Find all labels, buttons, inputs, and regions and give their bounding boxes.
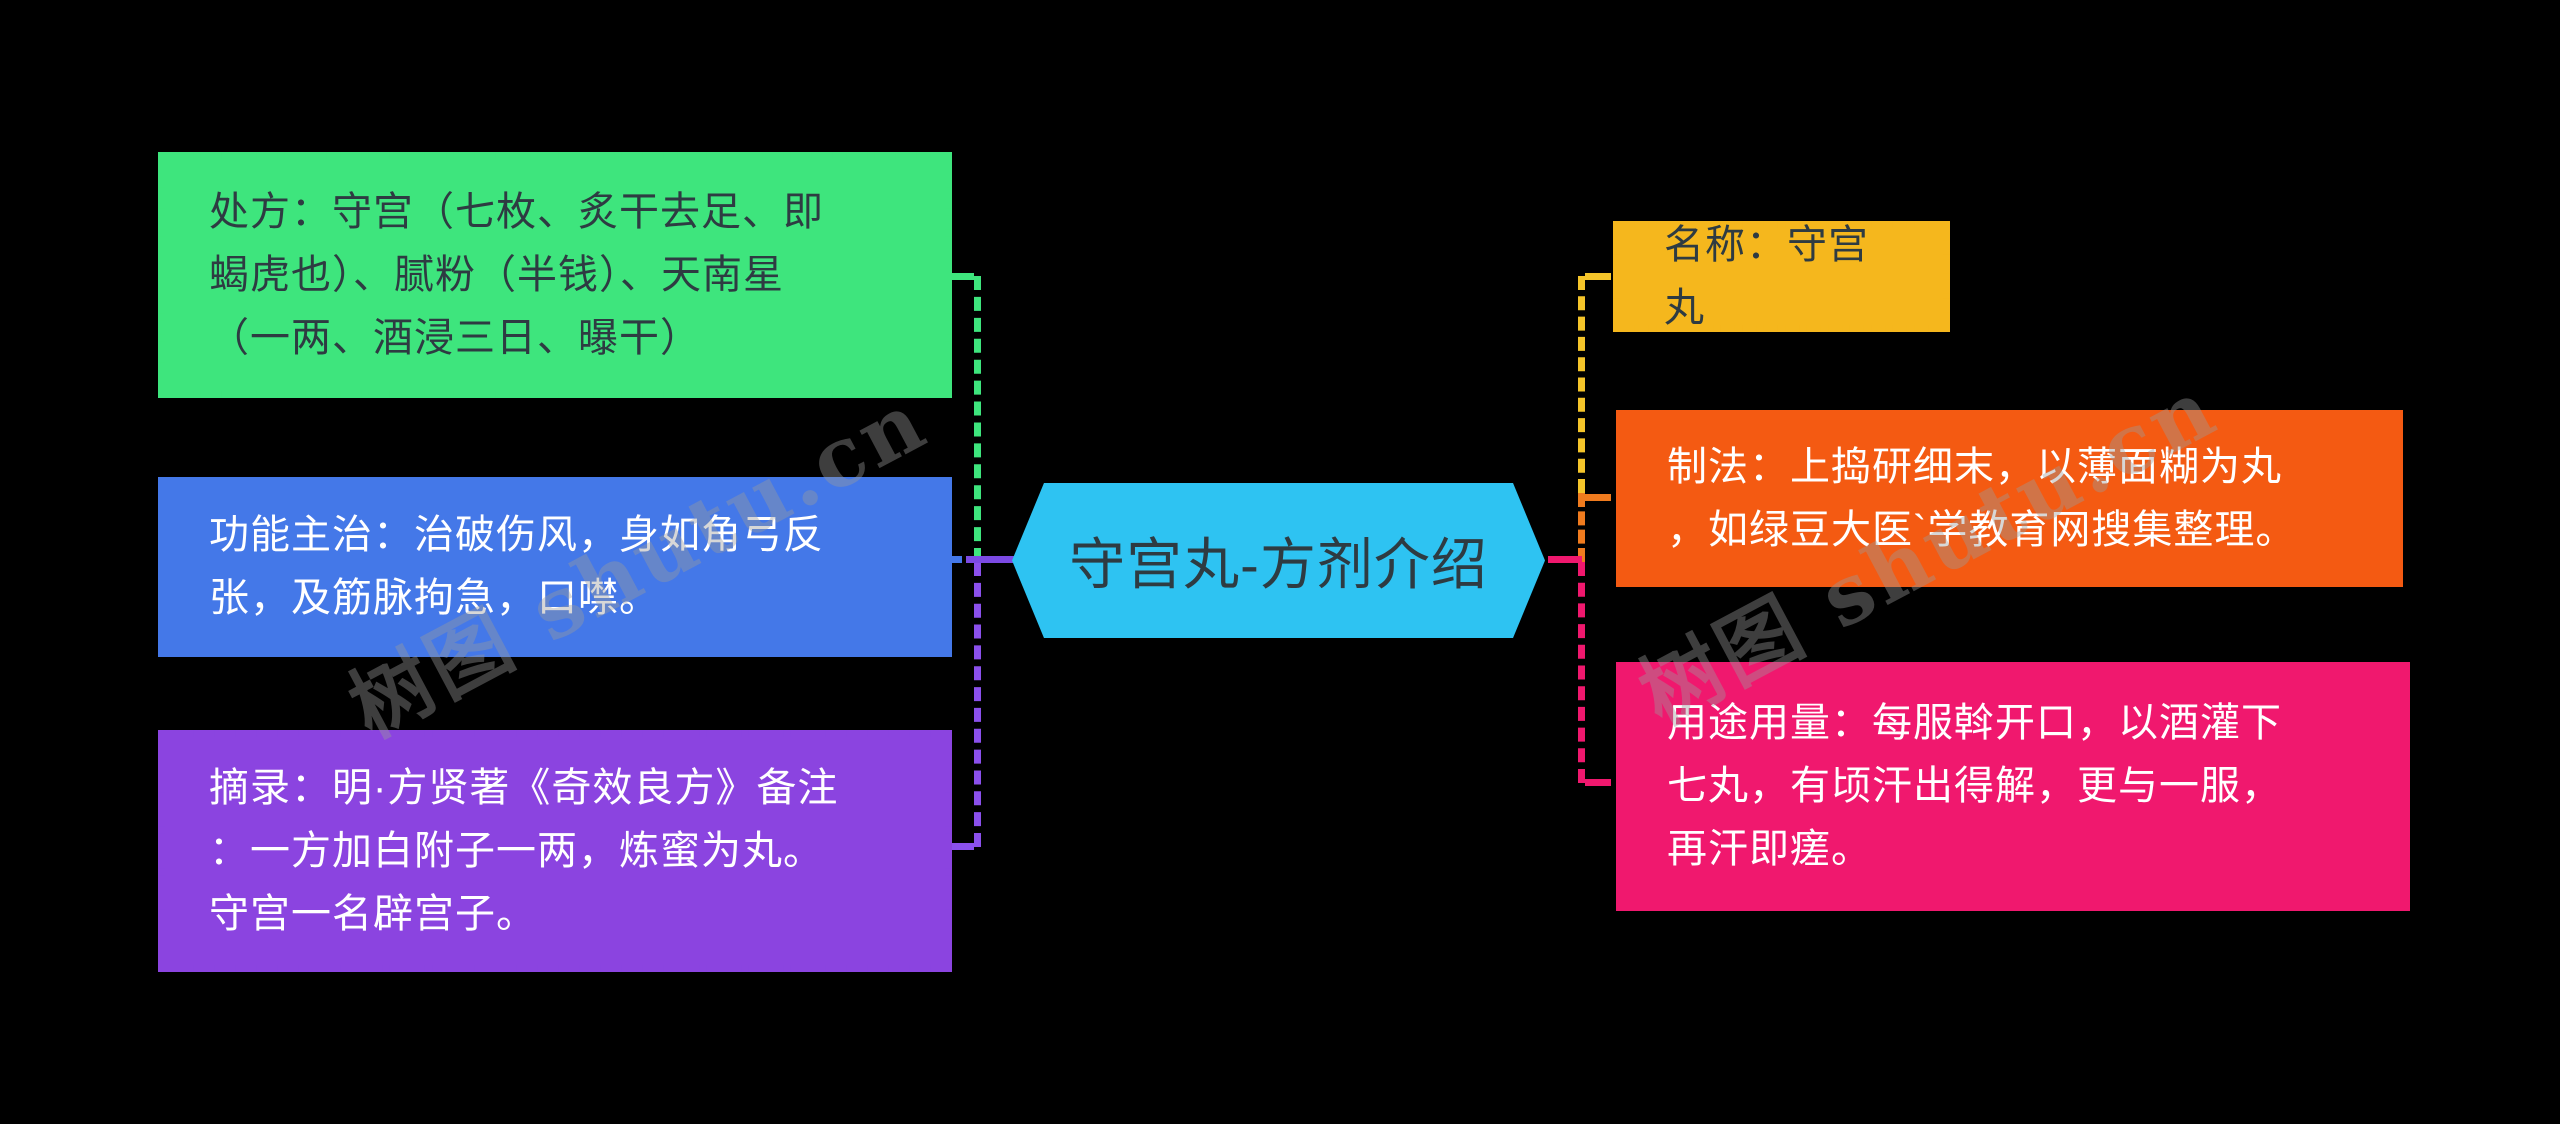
node-usage-label: 用途用量：每服斡开口，以酒灌下 七丸，有顷汗出得解，更与一服， 再汗即瘥。 <box>1667 701 2282 871</box>
node-functions[interactable]: 功能主治：治破伤风，身如角弓反 张，及筋脉拘急，口噤。 <box>158 477 952 657</box>
node-excerpt[interactable]: 摘录：明·方贤著《奇效良方》备注 ：一方加白附子一两，炼蜜为丸。 守宫一名辟宫子… <box>158 730 952 972</box>
connector-right-trunk-yellow <box>1578 276 1585 493</box>
connector-stub-prescription <box>948 273 974 280</box>
node-excerpt-label: 摘录：明·方贤著《奇效良方》备注 ：一方加白附子一两，炼蜜为丸。 守宫一名辟宫子… <box>209 765 839 936</box>
connector-left-trunk-purple <box>974 562 981 847</box>
connector-root-right-solid <box>1548 556 1582 563</box>
node-usage[interactable]: 用途用量：每服斡开口，以酒灌下 七丸，有顷汗出得解，更与一服， 再汗即瘥。 <box>1616 662 2410 911</box>
node-method-label: 制法：上捣研细末，以薄面糊为丸 ，如绿豆大医`学教育网搜集整理。 <box>1667 444 2297 552</box>
connector-stub-functions <box>946 556 962 563</box>
node-root-label: 守宫丸-方剂介绍 <box>1069 533 1488 596</box>
connector-right-trunk-pink <box>1578 562 1585 783</box>
node-name[interactable]: 名称：守宫丸 <box>1613 221 1950 332</box>
connector-root-left-solid <box>966 556 1014 563</box>
node-root[interactable]: 守宫丸-方剂介绍 <box>1012 483 1545 638</box>
connector-stub-method <box>1585 494 1611 501</box>
node-name-label: 名称：守宫丸 <box>1664 222 1869 330</box>
connector-right-trunk-orange <box>1578 493 1585 562</box>
connector-stub-usage <box>1585 779 1611 786</box>
node-prescription-label: 处方：守宫（七枚、炙干去足、即 蝎虎也）、腻粉（半钱）、天南星 （一两、酒浸三日… <box>209 189 824 360</box>
node-prescription[interactable]: 处方：守宫（七枚、炙干去足、即 蝎虎也）、腻粉（半钱）、天南星 （一两、酒浸三日… <box>158 152 952 398</box>
connector-left-trunk-green <box>974 276 981 562</box>
connector-stub-name <box>1585 273 1611 280</box>
node-functions-label: 功能主治：治破伤风，身如角弓反 张，及筋脉拘急，口噤。 <box>209 513 824 620</box>
node-method[interactable]: 制法：上捣研细末，以薄面糊为丸 ，如绿豆大医`学教育网搜集整理。 <box>1616 410 2403 587</box>
connector-stub-excerpt <box>948 843 974 850</box>
